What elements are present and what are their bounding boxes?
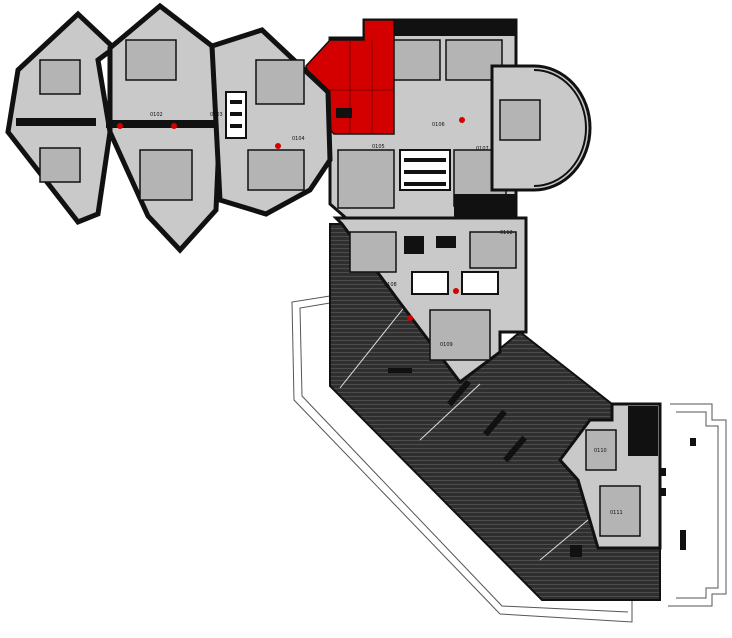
west-diamond-1 bbox=[5, 10, 118, 226]
room-label: 0107 bbox=[476, 146, 489, 152]
room-label: 0110 bbox=[594, 448, 607, 454]
balcony-outline bbox=[291, 295, 727, 623]
central-core bbox=[332, 216, 528, 385]
east-rotunda bbox=[459, 64, 592, 192]
room-label: 0103 bbox=[210, 112, 223, 118]
room-label: 0109 bbox=[440, 342, 453, 348]
room-label: 0111 bbox=[610, 510, 623, 516]
west-diamond-3 bbox=[209, 27, 333, 217]
room-label: 0102 bbox=[150, 112, 163, 118]
room-label: 0104 bbox=[292, 136, 305, 142]
southeast-core bbox=[558, 402, 696, 550]
room-label: 0112 bbox=[500, 230, 513, 236]
room-label: 0101 bbox=[64, 118, 77, 124]
room-labels: 0101 0102 0103 0104 0105 0106 0107 0108 … bbox=[64, 112, 623, 516]
room-label: 0108 bbox=[384, 282, 397, 288]
west-diamond-2 bbox=[106, 2, 223, 254]
room-label: 0106 bbox=[432, 122, 445, 128]
room-label: 0105 bbox=[372, 144, 385, 150]
